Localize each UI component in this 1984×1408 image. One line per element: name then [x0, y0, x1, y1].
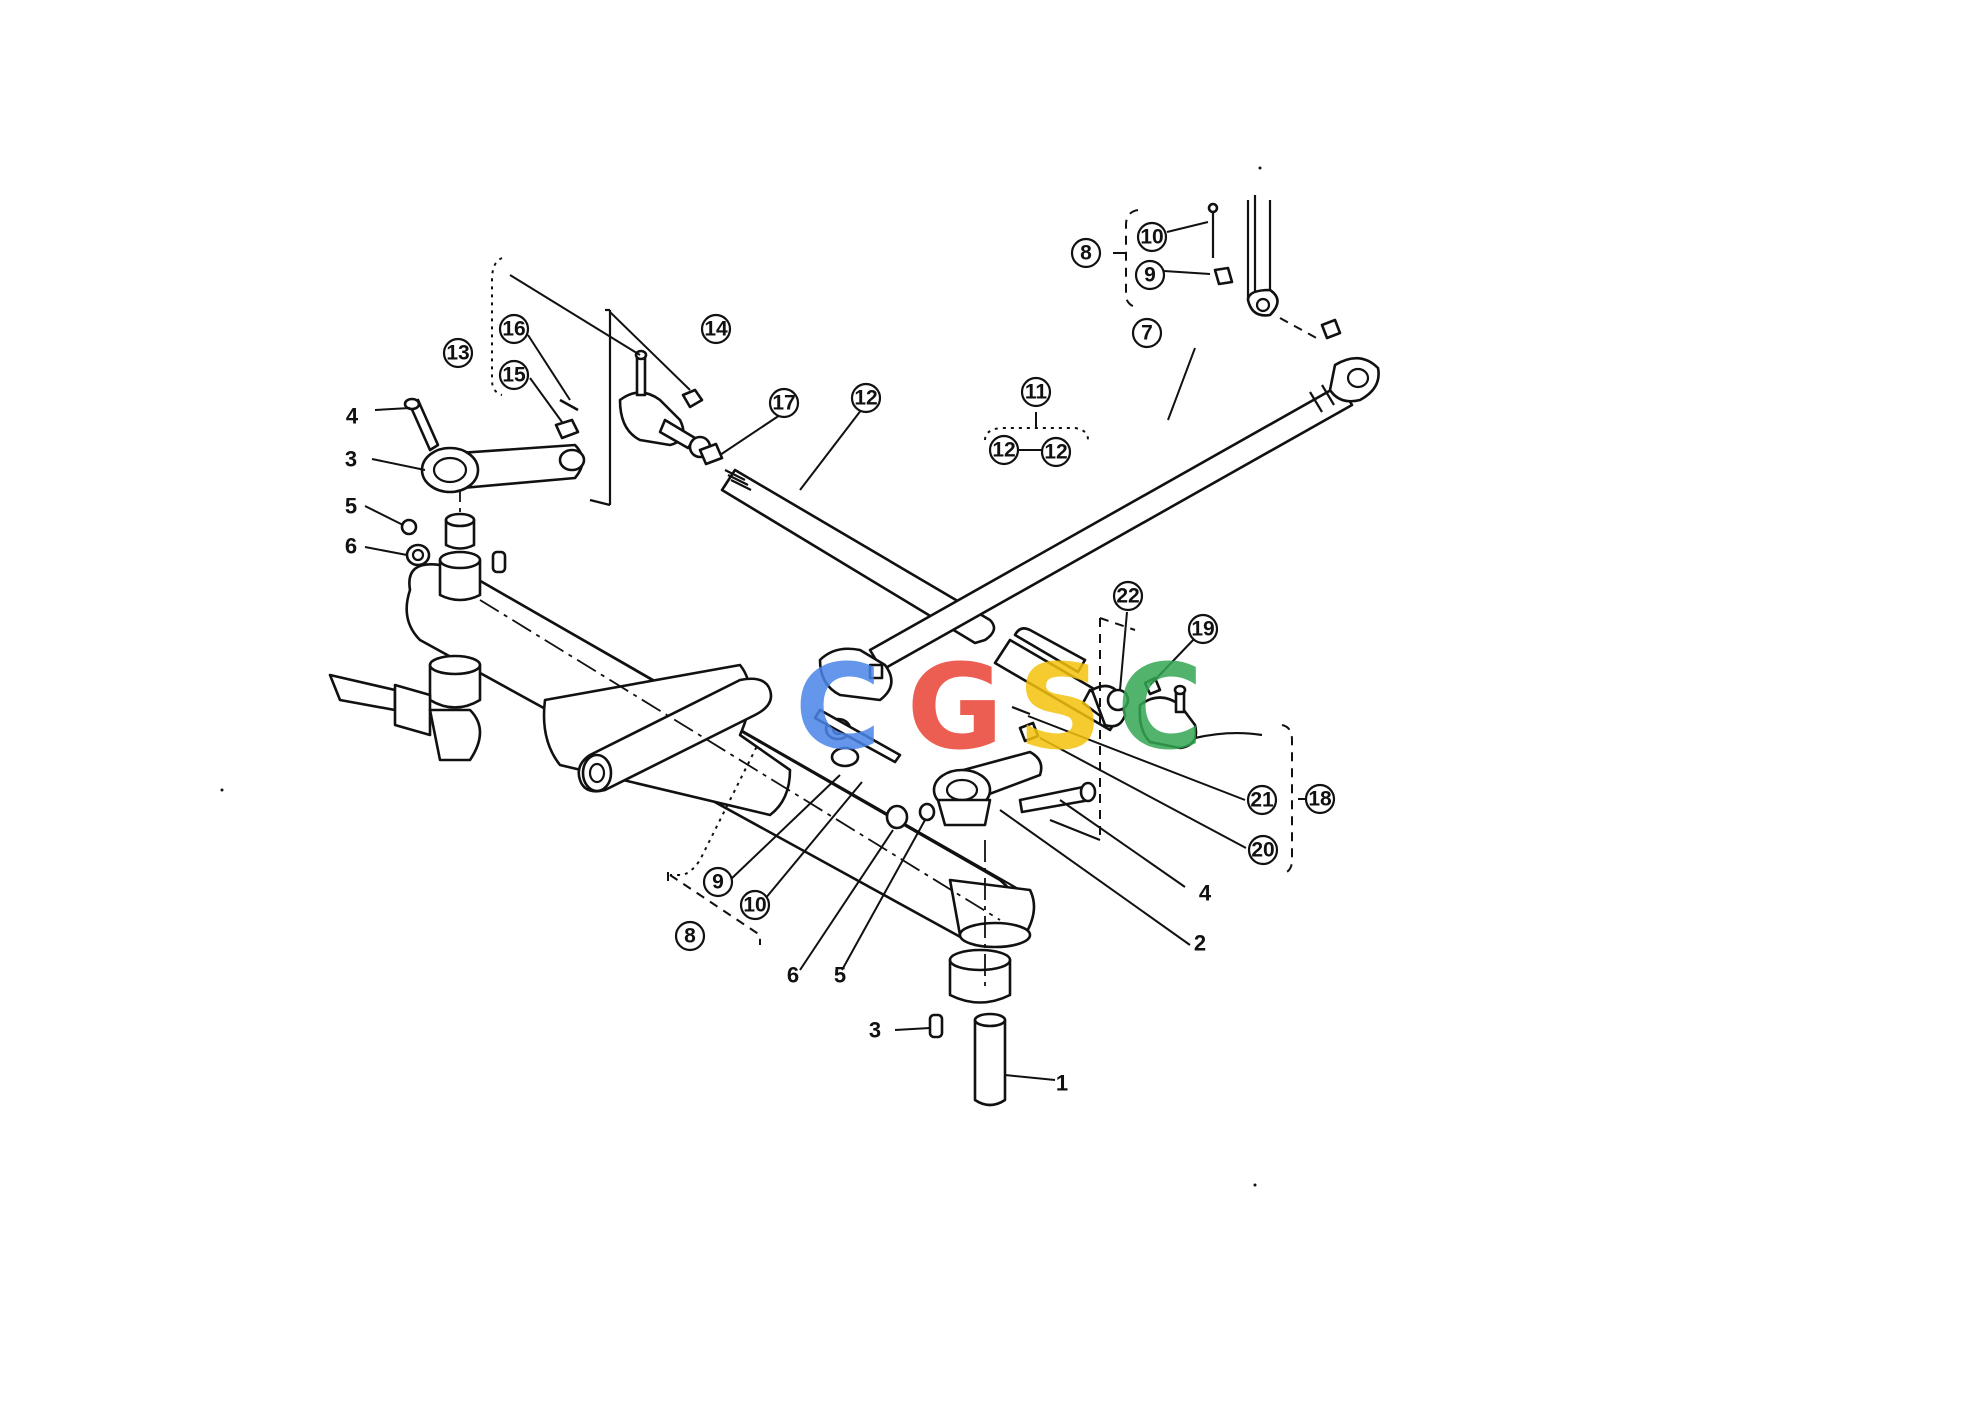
callout-18: 18: [1304, 783, 1336, 815]
watermark-logo: C G S C: [795, 638, 1204, 776]
svg-text:8: 8: [1080, 242, 1092, 265]
svg-text:12: 12: [854, 387, 877, 410]
svg-text:18: 18: [1308, 788, 1332, 811]
svg-text:12: 12: [992, 439, 1015, 462]
left-knuckle-arm: [364, 397, 586, 574]
svg-text:16: 16: [502, 318, 525, 341]
callout-7: 7: [1131, 317, 1163, 349]
svg-text:22: 22: [1116, 585, 1139, 608]
label-3-bottom: 3: [869, 1018, 881, 1043]
callout-9-top: 9: [1134, 259, 1166, 291]
svg-text:17: 17: [772, 392, 795, 415]
svg-text:20: 20: [1251, 839, 1274, 862]
label-3-left: 3: [345, 447, 357, 472]
callout-14: 14: [700, 313, 732, 345]
callout-10-top: 10: [1136, 221, 1168, 253]
label-6-left: 6: [345, 534, 357, 559]
label-2: 2: [1194, 931, 1206, 956]
watermark-letter-c2: C: [1117, 638, 1204, 776]
callout-13: 13: [442, 337, 474, 369]
callout-10-bottom: 10: [739, 889, 771, 921]
pitman-arm-upper-right: [1113, 195, 1342, 341]
svg-text:14: 14: [704, 318, 728, 341]
callout-16: 16: [498, 313, 530, 345]
callout-17: 17: [768, 387, 800, 419]
svg-text:21: 21: [1250, 789, 1274, 812]
svg-text:7: 7: [1141, 322, 1153, 345]
front-axle-beam: [328, 480, 1036, 1004]
svg-text:9: 9: [1144, 264, 1156, 287]
right-knuckle-arm: [669, 708, 1191, 971]
callout-21: 21: [1246, 784, 1278, 816]
svg-text:8: 8: [684, 925, 696, 948]
label-6-bottom: 6: [787, 963, 799, 988]
callout-12-sub-b: 12: [1040, 436, 1072, 468]
callout-12-main: 12: [850, 382, 882, 414]
svg-text:13: 13: [446, 342, 469, 365]
callout-8-top: 8: [1070, 237, 1102, 269]
svg-text:11: 11: [1025, 381, 1048, 404]
svg-text:15: 15: [502, 364, 526, 387]
svg-text:19: 19: [1191, 618, 1214, 641]
label-5-bottom: 5: [834, 963, 846, 988]
watermark-letter-s: S: [1018, 638, 1103, 776]
svg-text:10: 10: [743, 894, 766, 917]
callout-19: 19: [1187, 613, 1219, 645]
watermark-letter-g: G: [907, 638, 1004, 776]
label-5-left: 5: [345, 494, 357, 519]
callout-11: 11: [1020, 376, 1052, 408]
drag-link: [818, 347, 1380, 702]
tie-rod-end-right: [1011, 611, 1293, 875]
callout-22: 22: [1112, 580, 1144, 612]
king-pin: [894, 1012, 1056, 1107]
label-4-left: 4: [346, 404, 359, 429]
svg-text:12: 12: [1044, 441, 1067, 464]
svg-text:9: 9: [712, 871, 724, 894]
label-1: 1: [1056, 1071, 1068, 1096]
callout-20: 20: [1247, 834, 1279, 866]
svg-text:10: 10: [1140, 226, 1163, 249]
callout-12-sub-a: 12: [988, 434, 1020, 466]
tie-rod-assembly: [698, 404, 1127, 732]
tie-rod-end-left: [491, 257, 712, 507]
callout-15: 15: [498, 359, 530, 391]
label-4-right: 4: [1199, 881, 1212, 906]
callout-8-bottom: 8: [674, 920, 706, 952]
callout-9-bottom: 9: [702, 866, 734, 898]
watermark-letter-c1: C: [795, 638, 882, 776]
